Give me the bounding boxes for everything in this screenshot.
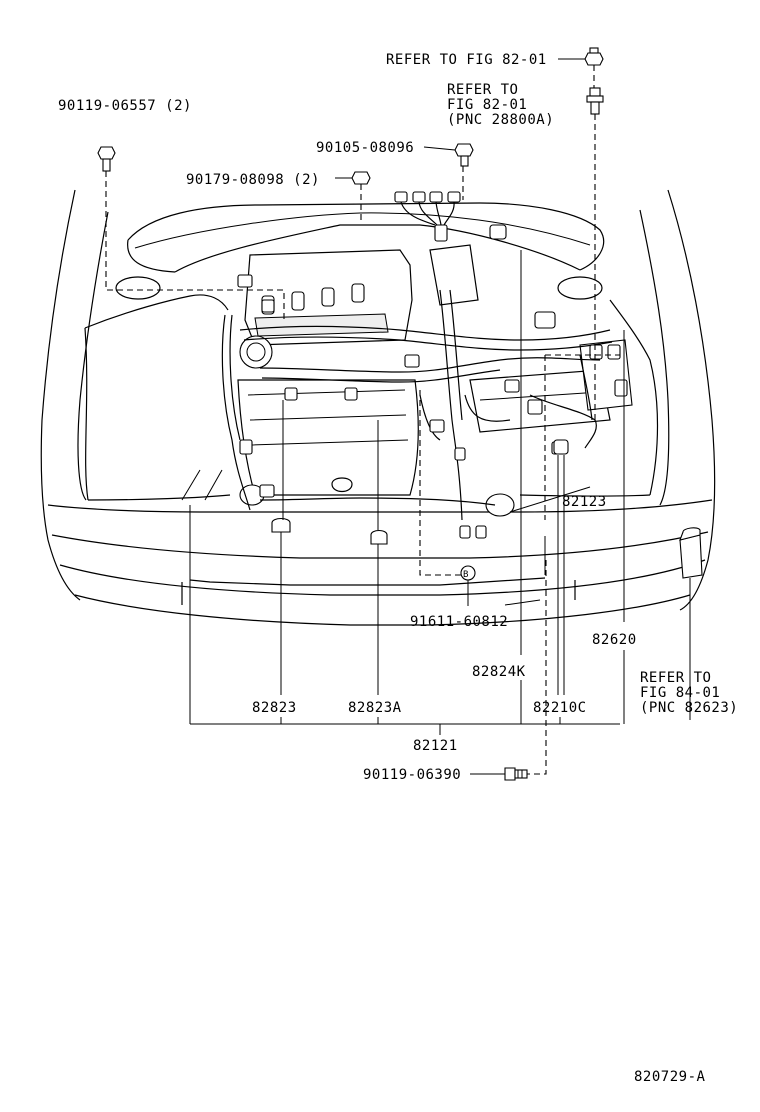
label-refer-fig-82-01: REFER TO FIG 82-01 <box>386 52 547 68</box>
label-fig-82-01: FIG 82-01 <box>447 97 527 113</box>
nut-icon <box>351 171 371 185</box>
label-90119-06557: 90119-06557 (2) <box>58 98 192 114</box>
clamp-icon <box>271 517 291 533</box>
nut-icon <box>584 47 604 66</box>
figure-number: 820729-A <box>634 1069 706 1085</box>
label-marker-b: B <box>463 570 469 580</box>
label-90119-06390: 90119-06390 <box>363 767 461 783</box>
clamp-icon <box>370 529 388 545</box>
label-82210c: 82210C <box>533 700 587 716</box>
part-labels: REFER TO FIG 82-01 REFER TO FIG 82-01 (P… <box>58 52 738 1085</box>
label-refer-to: REFER TO <box>447 82 518 98</box>
leader-lines <box>105 58 691 775</box>
fasteners <box>97 47 703 781</box>
label-90105-08096: 90105-08096 <box>316 140 414 156</box>
bolt-icon <box>454 143 474 167</box>
vehicle-body-outline <box>40 189 716 626</box>
relay-icon <box>679 527 703 579</box>
label-pnc-82623: (PNC 82623) <box>640 700 738 716</box>
label-fig-84-01: FIG 84-01 <box>640 685 720 701</box>
harness-connectors <box>237 191 628 539</box>
label-91611-60812: 91611-60812 <box>410 614 508 630</box>
screw-icon <box>97 146 116 172</box>
label-refer-to-84: REFER TO <box>640 670 711 686</box>
bolt-icon <box>504 767 528 781</box>
label-82824k: 82824K <box>472 664 526 680</box>
bolt-icon <box>586 87 604 115</box>
label-pnc-28800a: (PNC 28800A) <box>447 112 554 128</box>
label-82121: 82121 <box>413 738 458 754</box>
label-82620: 82620 <box>592 632 637 648</box>
label-82123: 82123 <box>562 494 607 510</box>
injector-row <box>261 283 365 315</box>
label-82823a: 82823A <box>348 700 402 716</box>
label-90179-08098: 90179-08098 (2) <box>186 172 320 188</box>
label-82823: 82823 <box>252 700 297 716</box>
grommet-icon <box>553 439 569 455</box>
